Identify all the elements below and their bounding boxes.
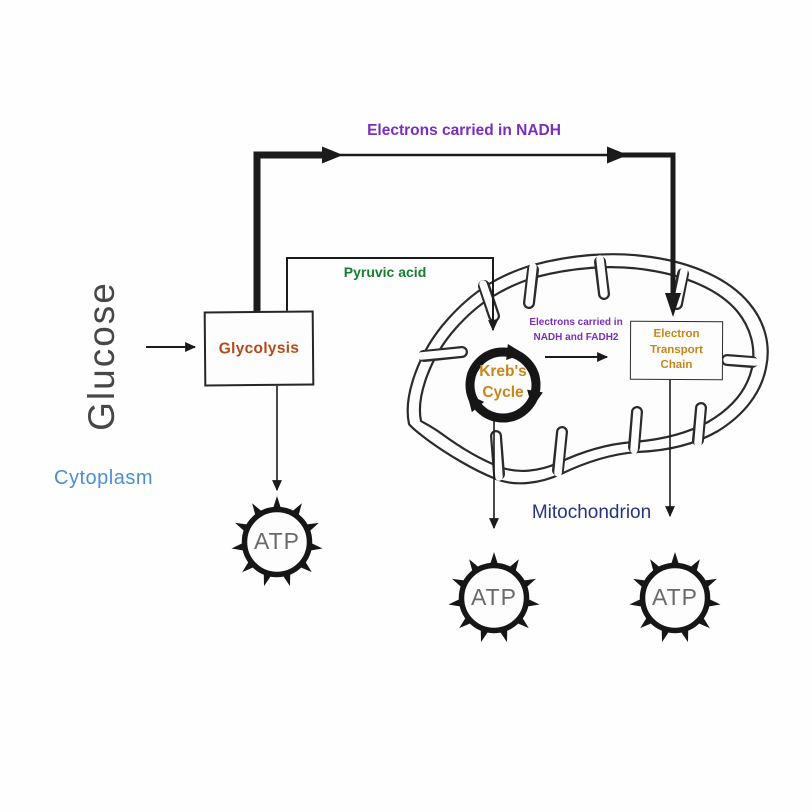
etc-box: Electron Transport Chain <box>629 320 724 381</box>
glucose-label: Glucose <box>81 281 122 431</box>
krebs-cycle-label-line1: Kreb's <box>479 363 527 380</box>
krebs-cycle-label: Kreb's Cycle <box>461 362 545 404</box>
pyruvic-acid-label: Pyruvic acid <box>343 264 427 280</box>
cytoplasm-label: Cytoplasm <box>54 467 153 489</box>
inner-electrons-label-line2: NADH and FADH2 <box>533 332 619 343</box>
inner-electrons-label-line1: Electrons carried in <box>529 317 623 328</box>
electrons-nadh-label: Electrons carried in NADH <box>367 122 561 139</box>
etc-label: Electron Transport Chain <box>649 328 704 372</box>
pyruvic-flow-arrow <box>286 257 498 332</box>
glycolysis-label: Glycolysis <box>218 339 300 357</box>
atp-label-glycolysis: ATP <box>253 528 301 554</box>
inner-electrons-label: Electrons carried in NADH and FADH2 <box>516 315 636 345</box>
krebs-cycle-circle <box>460 344 543 423</box>
atp-label-krebs: ATP <box>470 584 518 610</box>
atp-label-etc: ATP <box>651 584 699 610</box>
mitochondrion-outline <box>406 253 769 485</box>
glycolysis-box: Glycolysis <box>203 310 315 387</box>
mitochondrion-label: Mitochondrion <box>531 502 652 523</box>
nadh-flow-arrow <box>253 146 681 317</box>
krebs-cycle-label-line2: Cycle <box>482 383 524 401</box>
